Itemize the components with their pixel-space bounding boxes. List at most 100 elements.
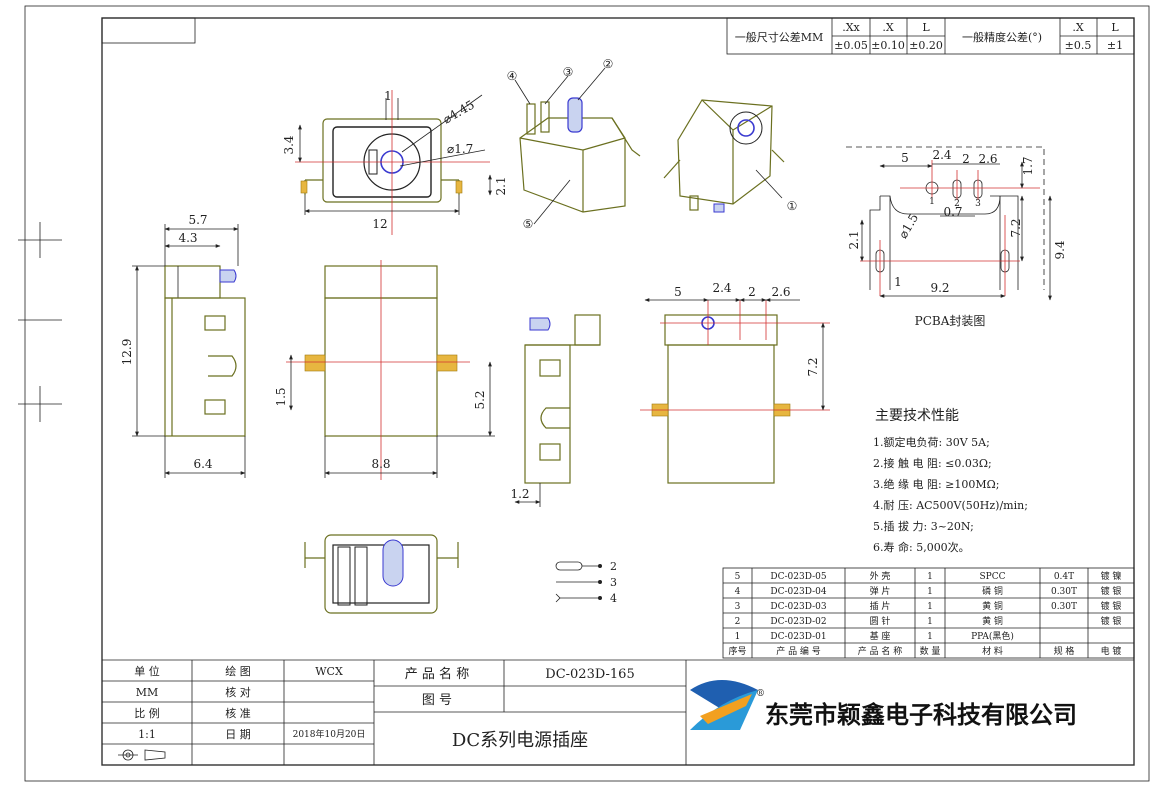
pcb-dim-12: 9.4 [1053,240,1067,259]
dim-val-0: ±0.05 [834,39,868,52]
tb-series-title: DC系列电源插座 [452,730,588,751]
pcb-caption: PCBA封装图 [915,314,986,328]
bom-cell: 镀 镍 [1101,570,1122,582]
bom-cell: DC-023D-05 [770,572,826,582]
callout-4: ④ [507,69,518,83]
iso-view-left [514,67,641,225]
spec-item-1: 1.额定电负荷: 30V 5A; [873,435,990,449]
bom-cell: 镀 银 [1101,600,1122,612]
dim-val-2: ±0.20 [909,39,943,52]
bom-cell: 0.4T [1054,572,1074,582]
front-view: 1 ⌀4.45 ⌀1.7 3.4 2.1 12 [282,89,508,235]
tb-product-name-label: 产 品 名 称 [405,666,469,682]
bom-cell: 插 片 [870,600,891,612]
company-logo-icon [690,680,758,730]
tb-unit-label: 单 位 [134,664,160,678]
spec-item-6: 6.寿 命: 5,000次。 [873,540,970,554]
spec-item-4: 4.耐 压: AC500V(50Hz)/min; [873,499,1028,512]
reg-mark: ® [756,689,765,699]
pcb-pin-3: 3 [975,199,981,209]
pcb-dim-1: 5 [901,151,909,165]
callout-3: ③ [563,65,574,79]
pcb-dim-5: 1.7 [1021,156,1035,175]
front-dim-2: ⌀4.45 [441,97,477,126]
spec-item-2: 2.接 触 电 阻: ≤0.03Ω; [873,456,992,470]
bom-cell: 黄 铜 [982,615,1003,627]
outer-border [24,5,1150,782]
top-dim-2: 2.4 [712,281,731,295]
pcb-dim-10: 1 [894,275,902,289]
callout-1: ① [787,199,798,213]
bom-cell: 1 [927,632,933,642]
schematic-pin-3: 3 [610,576,617,589]
bom-cell: 0.30T [1051,587,1077,597]
ang-col-1: L [1111,21,1119,34]
bom-cell: 基 座 [870,630,891,642]
top-dim-1: 5 [674,285,682,299]
front-dim-5: 2.1 [494,176,508,195]
spec-item-5: 5.插 拔 力: 3~20N; [873,519,974,533]
bom-cell: 镀 银 [1101,615,1122,627]
front-dim-1: 1 [384,89,392,103]
tb-check-label: 核 对 [225,685,251,699]
tb-date-label: 日 期 [225,728,251,741]
ang-val-0: ±0.5 [1065,39,1092,52]
tb-drawing-no-label: 图 号 [422,693,452,708]
title-block: 单 位 MM 比 例 1:1 绘 图 核 对 核 准 日 期 WCX 2018年… [102,659,1134,765]
bom-cell: 黄 铜 [982,600,1003,612]
bom-header-cell: 产 品 编 号 [776,645,821,657]
bom-cell: 圆 针 [870,615,891,627]
dim-val-1: ±0.10 [871,39,905,52]
pcb-dim-7: 0.7 [943,205,962,219]
bom-header-cell: 产 品 名 称 [858,645,903,657]
bom-cell: 镀 银 [1101,585,1122,597]
company-name: 东莞市颖鑫电子科技有限公司 [765,701,1077,729]
spec-list: 主要技术性能 1.额定电负荷: 30V 5A; 2.接 触 电 阻: ≤0.03… [873,408,1028,554]
bom-cell: 1 [735,632,741,642]
pcb-dim-8: 7.2 [1009,218,1023,237]
pcb-dim-3: 2 [962,152,970,166]
pcb-dim-9: 2.1 [847,230,861,249]
tb-date-value: 2018年10月20日 [293,728,366,740]
corner-box [101,17,196,44]
center-view: 1.5 5.2 8.8 [274,260,495,480]
pcb-dim-11: 9.2 [930,281,949,295]
top-view: 5 2.4 2 2.6 7.2 [640,281,830,484]
center-dim-2: 5.2 [473,390,487,409]
pcb-pin-2: 2 [954,199,960,209]
bom-cell: 4 [735,587,741,597]
front-dim-3: ⌀1.7 [447,142,473,156]
bom-cell: 外 壳 [870,570,891,582]
ang-tol-label: 一般精度公差(°) [962,30,1042,44]
spec-item-3: 3.绝 缘 电 阻: ≥100MΩ; [873,477,1000,491]
schematic-pin-2: 2 [610,560,617,573]
bom-header-cell: 数 量 [920,645,941,657]
tolerance-table: 一般尺寸公差MM .Xx .X L ±0.05 ±0.10 ±0.20 一般精度… [726,17,1135,55]
bom-cell: 0.30T [1051,602,1077,612]
bom-cell: 弹 片 [870,585,891,597]
dim-col-1: .X [882,21,893,34]
schematic-pin-4: 4 [610,592,617,605]
drawing-frame [101,17,1135,766]
pcb-dim-6: ⌀1.5 [896,211,921,241]
bom-cell: 1 [927,572,933,582]
iso-view-right [663,99,785,213]
dim-col-0: .Xx [842,21,860,34]
center-dim-3: 8.8 [371,457,390,471]
margin-marks [18,222,62,422]
pcb-dim-2: 2.4 [932,148,951,162]
pcb-footprint: 5 2.4 2 2.6 1.7 ⌀1.5 0.7 7.2 2.1 1 9.2 9… [846,146,1067,328]
bom-cell: 5 [735,572,741,582]
top-dim-5: 7.2 [806,357,820,376]
side-dim-4: 6.4 [193,457,212,471]
bom-cell: 2 [735,617,741,627]
bom-cell: DC-023D-04 [770,587,826,597]
side-dim-1: 5.7 [188,213,207,227]
bom-cell: 1 [927,587,933,597]
dim-tol-label: 一般尺寸公差MM [735,30,824,44]
schematic: 2 3 4 [555,560,617,605]
bom-cell: PPA(黑色) [971,630,1014,642]
bom-cell: DC-023D-03 [770,602,826,612]
